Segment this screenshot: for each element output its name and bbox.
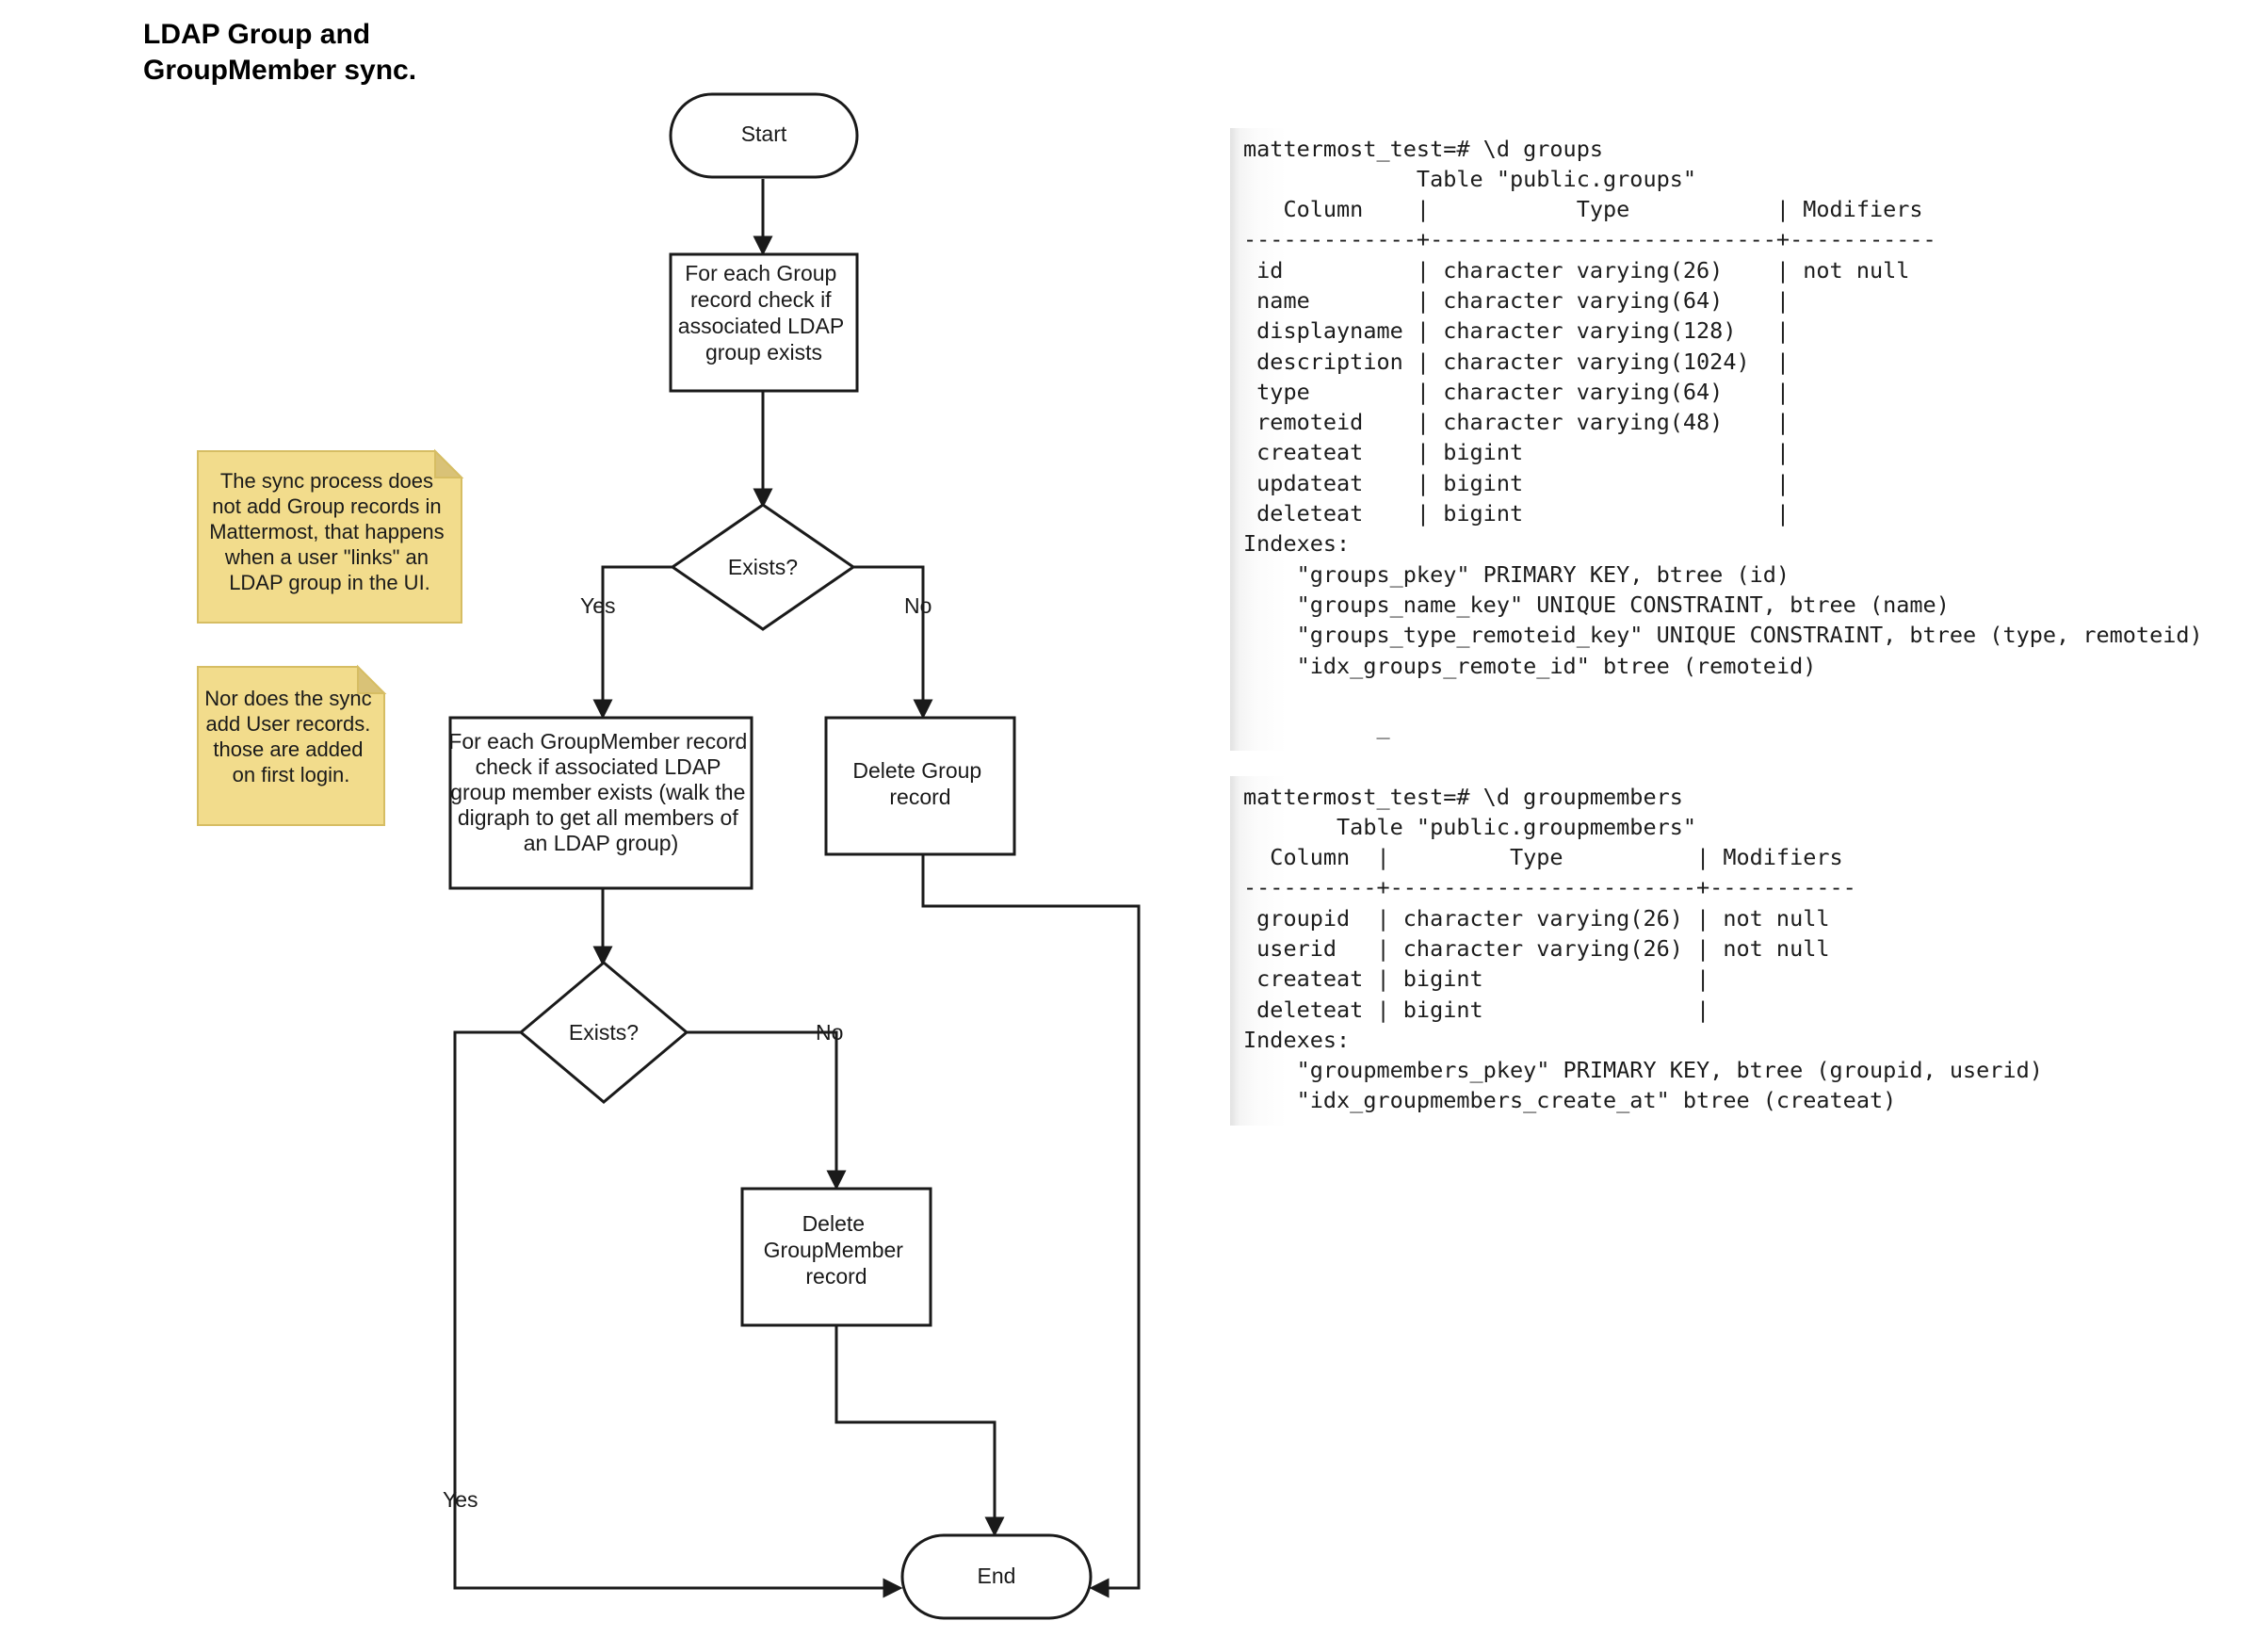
node-check-groupmember-record[interactable]: For each GroupMember record check if ass… [448,716,753,890]
connector-decision2-no [687,1030,847,1191]
note-user-records: Nor does the sync add User records. thos… [197,664,387,826]
note-user-records-text: Nor does the sync add User records. thos… [204,687,377,786]
node-delete-group-record-label: Delete Group record [852,758,987,809]
terminal-output-groups: mattermost_test=# \d groups Table "publi… [1230,127,2242,752]
connector-delete-group-to-end [921,854,1141,1598]
flowchart-canvas: Start For each Group record check if ass… [197,92,1141,1620]
note-group-records-text: The sync process does not add Group reco… [209,469,450,594]
node-check-group-record[interactable]: For each Group record check if associate… [669,252,859,393]
page-title: LDAP Group and GroupMember sync. [143,19,417,86]
node-decision-group-exists[interactable]: Exists? [670,503,856,631]
terminal-output-groupmembers: mattermost_test=# \d groupmembers Table … [1230,775,2242,1126]
node-end[interactable]: End [900,1533,1093,1620]
note-group-records: The sync process does not add Group reco… [197,448,464,624]
node-delete-group-record[interactable]: Delete Group record [824,716,1016,856]
node-end-label: End [978,1564,1016,1588]
edge-label-decision1-yes: Yes [580,593,616,618]
node-check-group-record-label: For each Group record check if associate… [678,261,850,365]
connector-delete-groupmember-to-end [834,1325,1005,1537]
edge-label-decision2-yes: Yes [443,1487,478,1512]
connector-decision2-yes-to-end [453,1030,903,1598]
node-delete-groupmember-record-label: Delete GroupMember record [764,1211,910,1289]
node-delete-groupmember-record[interactable]: Delete GroupMember record [740,1187,932,1327]
node-start[interactable]: Start [669,92,859,179]
node-start-label: Start [741,122,787,146]
node-decision-groupmember-exists[interactable]: Exists? [518,961,689,1104]
node-decision-groupmember-exists-label: Exists? [569,1020,639,1045]
node-decision-group-exists-label: Exists? [728,555,798,579]
node-check-groupmember-record-label: For each GroupMember record check if ass… [448,729,753,855]
edge-label-decision1-no: No [904,593,932,618]
edge-label-decision2-no: No [816,1020,843,1045]
connector-decision1-no [853,565,933,720]
connector-decision1-yes [592,565,672,720]
